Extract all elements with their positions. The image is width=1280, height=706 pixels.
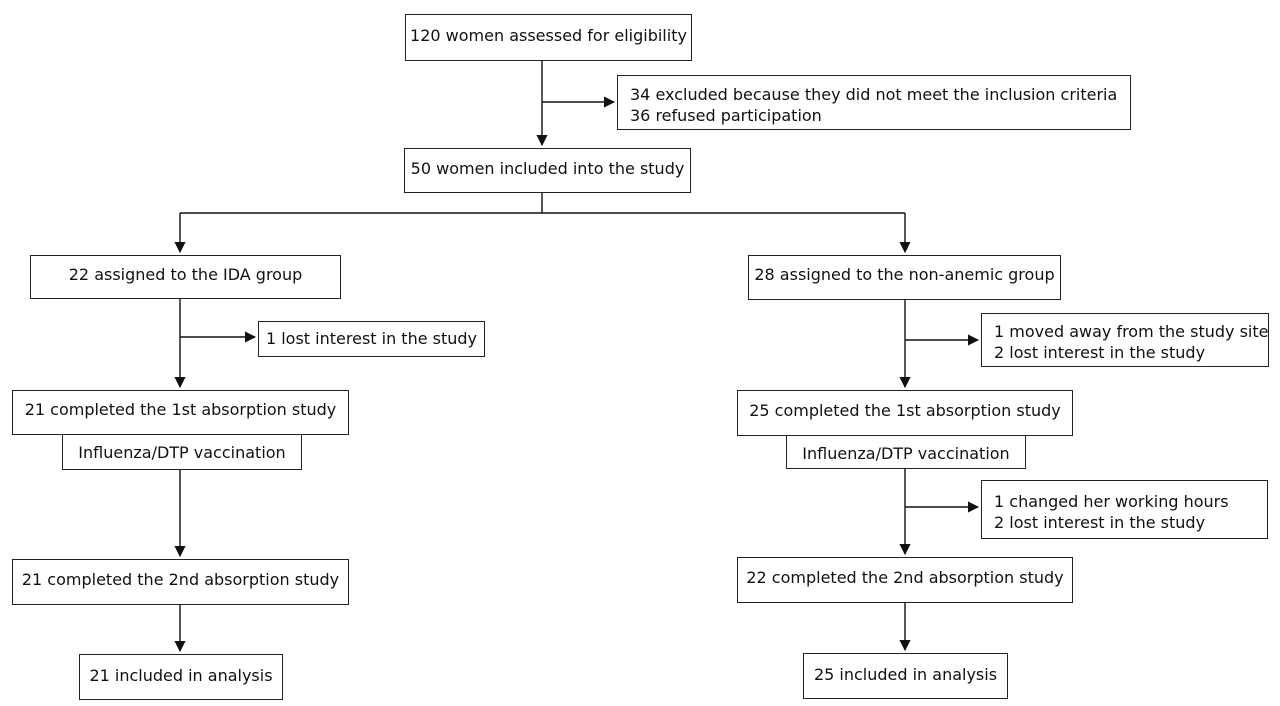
node-nonanemic-first-study-text: 25 completed the 1st absorption study <box>749 401 1061 420</box>
node-included-text: 50 women included into the study <box>410 159 685 178</box>
node-ida-lost-text: 1 lost interest in the study <box>265 329 478 348</box>
node-ida-analysis: 21 included in analysis <box>79 654 283 700</box>
node-excluded: 34 excluded because they did not meet th… <box>617 75 1131 130</box>
node-nonanemic-group: 28 assigned to the non-anemic group <box>748 255 1061 300</box>
node-ida-analysis-text: 21 included in analysis <box>89 666 273 685</box>
node-excluded-line-1: 34 excluded because they did not meet th… <box>630 85 1118 104</box>
node-nonanemic-lost-2: 1 changed her working hours 2 lost inter… <box>981 480 1268 539</box>
node-nonanemic-lost-1-line-2: 2 lost interest in the study <box>994 343 1206 362</box>
node-nonanemic-vaccination: Influenza/DTP vaccination <box>786 435 1026 469</box>
node-nonanemic-lost-1: 1 moved away from the study site 2 lost … <box>981 313 1269 367</box>
node-ida-vaccination: Influenza/DTP vaccination <box>62 434 302 470</box>
node-nonanemic-group-text: 28 assigned to the non-anemic group <box>754 265 1055 284</box>
node-ida-second-study: 21 completed the 2nd absorption study <box>12 559 349 605</box>
node-nonanemic-first-study: 25 completed the 1st absorption study <box>737 390 1073 436</box>
node-assessed-text: 120 women assessed for eligibility <box>410 26 687 45</box>
node-ida-lost: 1 lost interest in the study <box>258 321 485 357</box>
node-nonanemic-analysis-text: 25 included in analysis <box>813 665 998 684</box>
node-nonanemic-second-study-text: 22 completed the 2nd absorption study <box>746 568 1064 587</box>
node-ida-vaccination-text: Influenza/DTP vaccination <box>78 443 286 462</box>
node-ida-first-study: 21 completed the 1st absorption study <box>12 390 349 435</box>
node-nonanemic-lost-2-line-2: 2 lost interest in the study <box>994 513 1206 532</box>
node-excluded-line-2: 36 refused participation <box>630 106 822 125</box>
node-nonanemic-vaccination-text: Influenza/DTP vaccination <box>802 444 1010 463</box>
node-nonanemic-second-study: 22 completed the 2nd absorption study <box>737 557 1073 603</box>
node-nonanemic-lost-2-line-1: 1 changed her working hours <box>994 492 1229 511</box>
node-nonanemic-analysis: 25 included in analysis <box>803 653 1008 699</box>
node-nonanemic-lost-1-line-1: 1 moved away from the study site <box>994 322 1269 341</box>
node-ida-group-text: 22 assigned to the IDA group <box>68 265 303 284</box>
node-ida-second-study-text: 21 completed the 2nd absorption study <box>21 570 340 589</box>
node-assessed: 120 women assessed for eligibility <box>405 14 692 61</box>
node-included: 50 women included into the study <box>404 148 691 193</box>
node-ida-group: 22 assigned to the IDA group <box>30 255 341 299</box>
node-ida-first-study-text: 21 completed the 1st absorption study <box>24 400 337 419</box>
